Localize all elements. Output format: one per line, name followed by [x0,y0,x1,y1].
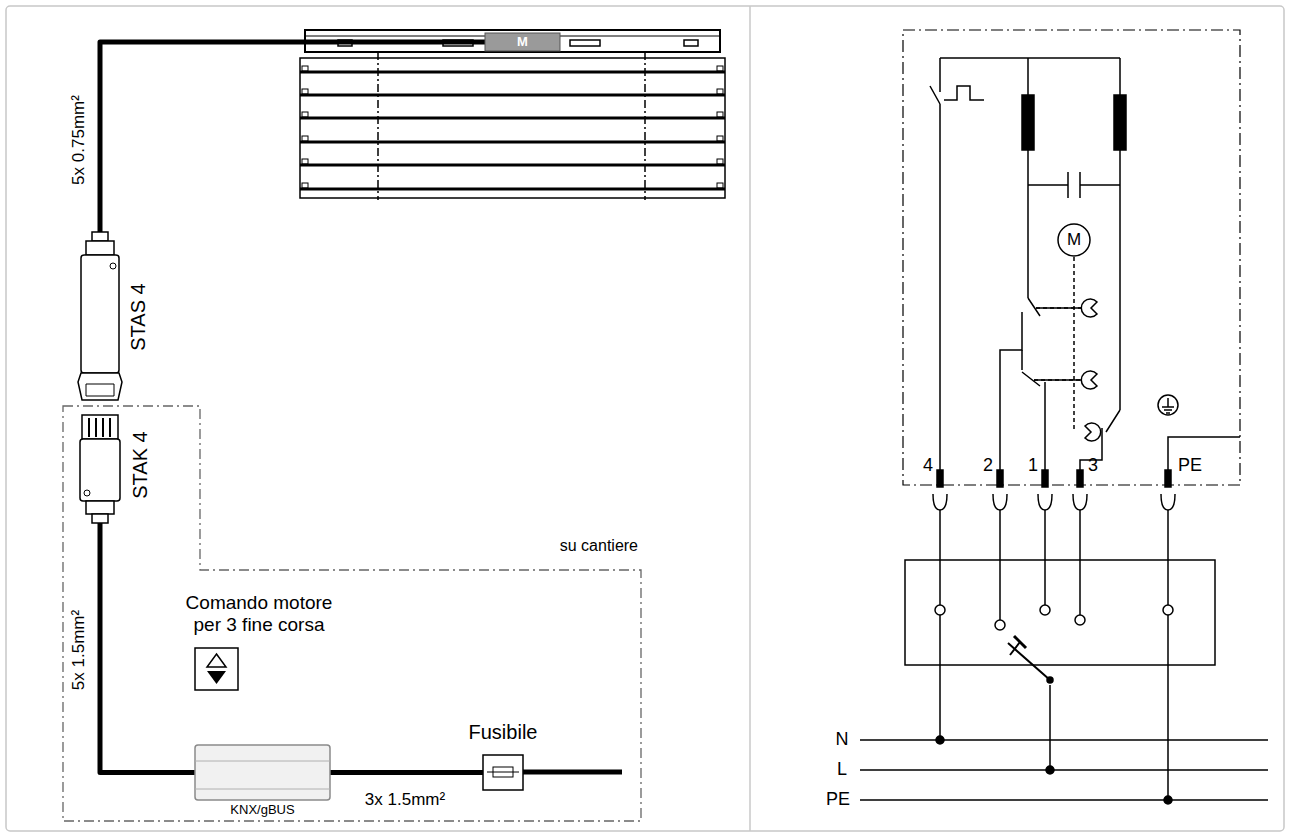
terminal-label: 4 [923,456,933,476]
motor-symbol: M [1057,223,1091,257]
motor-controller: Comando motore per 3 fine corsaKNX/gBUS [195,745,330,800]
wiring-schematic [860,30,1268,804]
cable-label: 5x 1.5mm² [70,608,89,692]
line-label: PE [826,790,850,810]
control-cable [100,523,195,773]
socket-connector: STAK 4 [78,415,122,523]
device-heading: Comando motore per 3 fine corsa [173,592,345,636]
stak-shape [78,415,122,523]
device-shape [195,745,330,800]
terminal-label: 1 [1028,456,1038,476]
site-region: su cantiere STAK 4 Comando motore per 3 fi… [62,405,642,822]
cable-label: 3x 1.5mm² [363,791,447,810]
motor-label: M [485,33,560,51]
line-label: L [837,760,847,780]
connector-label: STAS 4 [127,283,150,350]
region-label: su cantiere [560,537,638,555]
panel-border [6,6,1284,831]
connector-label: STAK 4 [129,431,152,498]
fuse-label: Fusibile [443,721,563,744]
panel-divider [749,6,751,831]
supply-cable [330,770,483,775]
motor-box: M [485,33,560,51]
supply-cable [523,770,622,775]
up-down-switch-icon [195,648,238,690]
device-label: KNX/gBUS [195,803,330,818]
venetian-blind [300,30,725,200]
fuse-box: Fusibile [483,755,523,790]
terminal-label: PE [1178,456,1202,476]
plug-connector: STAS 4 [78,232,122,402]
terminal-label: 3 [1088,456,1098,476]
motor-cable [100,42,485,232]
terminal-label: 2 [983,456,993,476]
line-label: N [836,730,849,750]
fuse-shape [483,755,523,790]
motor-label: M [1057,223,1091,257]
stas-shape [78,232,122,402]
cable-label: 5x 0.75mm² [70,93,89,187]
